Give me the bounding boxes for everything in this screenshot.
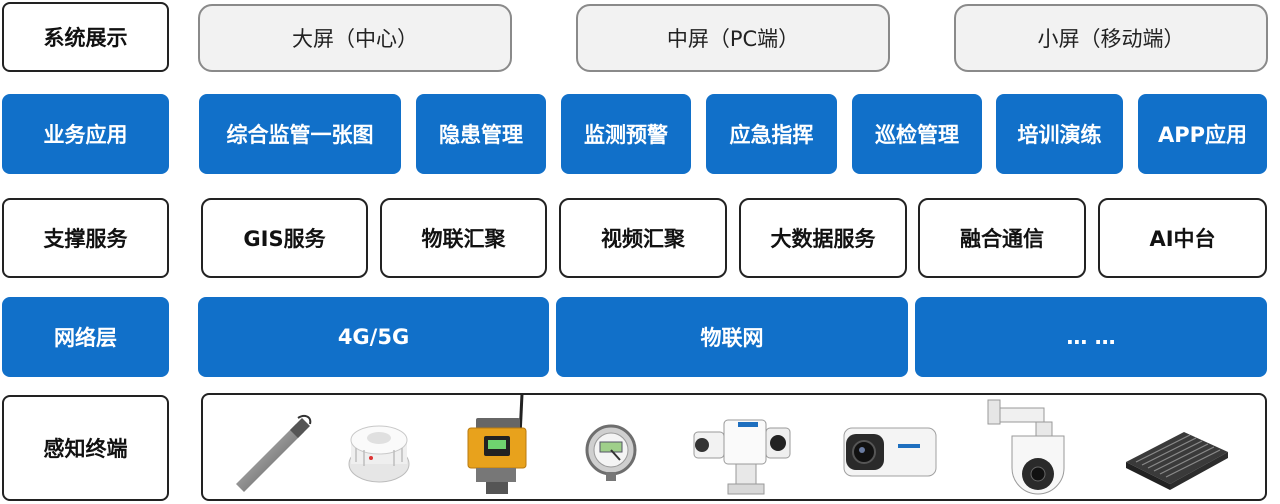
svc-converged-communication: 融合通信 bbox=[918, 198, 1086, 278]
display-large-screen: 大屏（中心） bbox=[198, 4, 512, 72]
net-4g-5g: 4G/5G bbox=[198, 297, 549, 377]
dome-camera-icon bbox=[987, 399, 1065, 495]
svc-iot-aggregation: 物联汇聚 bbox=[380, 198, 547, 278]
heat-sink-device-icon bbox=[1126, 432, 1228, 490]
layer-label-network: 网络层 bbox=[2, 297, 169, 377]
bullet-camera-icon bbox=[843, 427, 937, 477]
app-hazard-management: 隐患管理 bbox=[416, 94, 546, 174]
svc-big-data: 大数据服务 bbox=[739, 198, 907, 278]
smoke-detector-icon bbox=[348, 425, 410, 483]
layer-label-business: 业务应用 bbox=[2, 94, 169, 174]
app-supervision-map: 综合监管一张图 bbox=[199, 94, 401, 174]
pan-tilt-camera-icon bbox=[693, 419, 791, 495]
app-monitoring-warning: 监测预警 bbox=[561, 94, 691, 174]
layer-label-terminal: 感知终端 bbox=[2, 395, 169, 501]
app-inspection-management: 巡检管理 bbox=[852, 94, 982, 174]
net-more: … … bbox=[915, 297, 1267, 377]
net-iot: 物联网 bbox=[556, 297, 908, 377]
display-medium-screen: 中屏（PC端） bbox=[576, 4, 890, 72]
display-small-screen: 小屏（移动端） bbox=[954, 4, 1268, 72]
pressure-gauge-icon bbox=[585, 424, 637, 481]
gas-detector-icon bbox=[467, 393, 527, 494]
layer-label-display: 系统展示 bbox=[2, 2, 169, 72]
svc-gis: GIS服务 bbox=[201, 198, 368, 278]
svc-video-aggregation: 视频汇聚 bbox=[559, 198, 727, 278]
svc-ai-platform: AI中台 bbox=[1098, 198, 1267, 278]
layer-label-support: 支撑服务 bbox=[2, 198, 169, 278]
app-mobile-app: APP应用 bbox=[1138, 94, 1267, 174]
liquid-level-probe-icon bbox=[236, 415, 312, 492]
app-emergency-command: 应急指挥 bbox=[706, 94, 837, 174]
app-training-drill: 培训演练 bbox=[996, 94, 1123, 174]
